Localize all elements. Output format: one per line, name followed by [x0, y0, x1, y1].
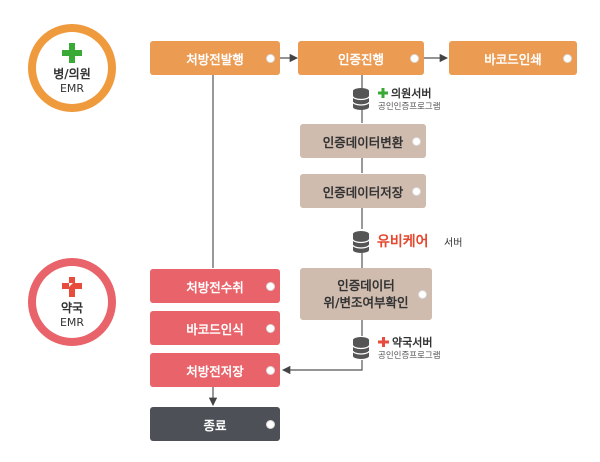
hospital-label: 병/의원 [53, 66, 91, 81]
prescription-save-step: 처방전저장 [150, 353, 280, 387]
connector-dot [266, 365, 275, 375]
ubicare-server-label: 서버 [444, 238, 463, 249]
barcode-scan-label: 바코드인식 [186, 321, 244, 337]
auth-data-convert-label: 인증데이터변환 [322, 134, 404, 150]
prescription-issue-label: 처방전발행 [186, 51, 244, 67]
pharmacy-server-label: 약국서버 [392, 336, 433, 349]
hospital-emr-badge: 병/의원 EMR [28, 24, 116, 112]
database-icon [352, 88, 370, 110]
connector-dot [266, 419, 275, 429]
connector-dot [266, 323, 275, 333]
pharmacy-server-sub: 공인인증프로그램 [378, 351, 441, 361]
prescription-receive-step: 처방전수취 [150, 269, 280, 303]
database-icon [352, 231, 370, 253]
auth-data-convert-step: 인증데이터변환 [300, 124, 426, 158]
authentication-step: 인증진행 [298, 41, 424, 75]
barcode-print-step: 바코드인쇄 [449, 41, 577, 75]
clinic-server-sub: 공인인증프로그램 [378, 102, 441, 112]
green-cross-icon [62, 42, 82, 63]
auth-data-verify-step: 인증데이터 위/변조여부확인 [300, 268, 432, 320]
connector-dot [563, 53, 572, 63]
connector-dot [412, 186, 421, 196]
connector-dot [412, 136, 421, 146]
barcode-print-label: 바코드인쇄 [484, 51, 542, 67]
red-cross-icon [62, 276, 82, 297]
authentication-label: 인증진행 [337, 51, 384, 67]
connector-dot [418, 289, 427, 299]
pharmacy-emr-label: EMR [59, 315, 85, 329]
red-cross-icon [378, 337, 389, 347]
connector-dot [266, 281, 275, 291]
green-cross-icon [378, 88, 388, 98]
prescription-receive-label: 처방전수취 [186, 279, 244, 295]
auth-data-store-label: 인증데이터저장 [322, 184, 404, 200]
prescription-issue-step: 처방전발행 [150, 41, 280, 75]
database-icon [352, 337, 370, 359]
pharmacy-emr-badge: 약국 EMR [28, 258, 116, 346]
end-step: 종료 [150, 407, 280, 441]
barcode-scan-step: 바코드인식 [150, 311, 280, 345]
connector-dot [266, 53, 275, 63]
hospital-emr-label: EMR [59, 81, 85, 95]
auth-data-store-step: 인증데이터저장 [300, 174, 426, 208]
clinic-server-label: 의원서버 [391, 87, 432, 100]
ubicare-logo: 유비케어 [377, 234, 429, 250]
auth-data-verify-label-1: 인증데이터 [337, 278, 395, 293]
connector-dot [410, 53, 419, 63]
pharmacy-label: 약국 [60, 300, 84, 315]
prescription-save-label: 처방전저장 [186, 363, 244, 379]
end-label: 종료 [203, 417, 227, 433]
auth-data-verify-label-2: 위/변조여부확인 [323, 295, 409, 310]
